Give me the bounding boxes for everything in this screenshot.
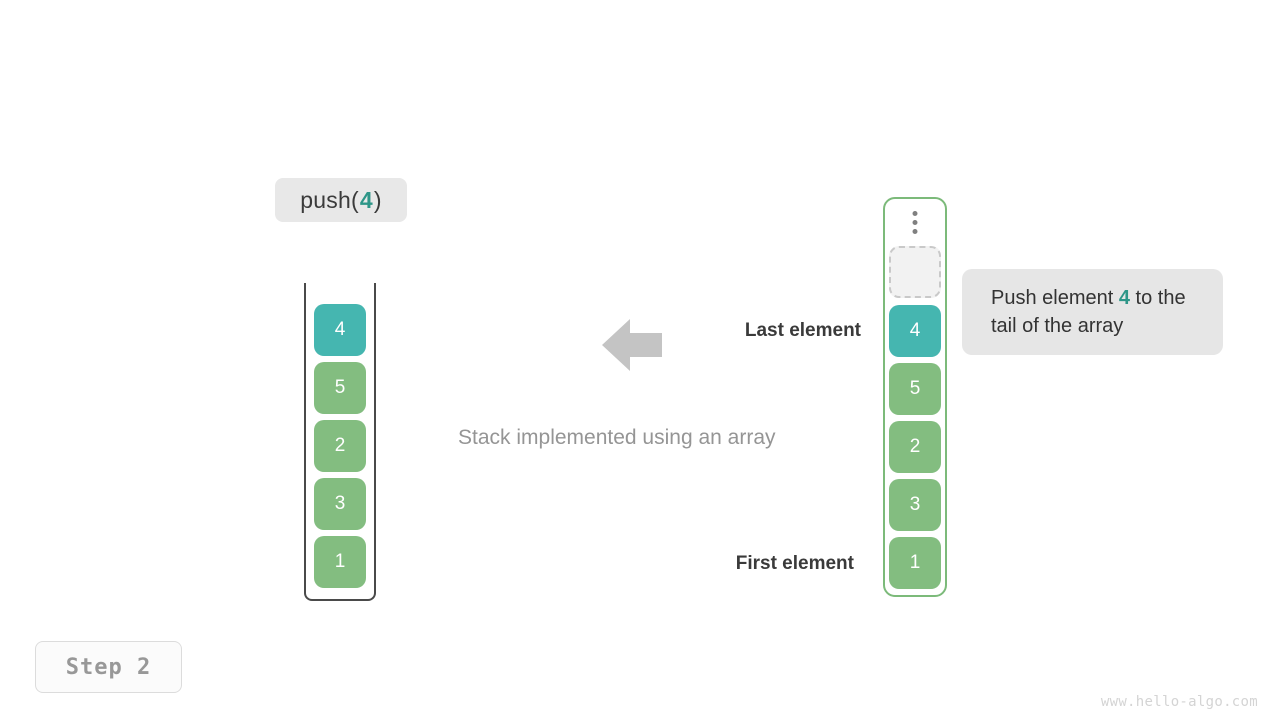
- array-container: 4 5 2 3 1: [883, 197, 947, 597]
- array-cell: 3: [889, 479, 941, 531]
- annotation-note-text: Push element 4 to the tail of the array: [991, 284, 1195, 340]
- step-badge: Step 2: [35, 641, 182, 693]
- operation-prefix: push(: [300, 186, 359, 213]
- array-cell: 4: [889, 305, 941, 357]
- array-cell: 2: [889, 421, 941, 473]
- operation-suffix: ): [373, 186, 382, 213]
- note-part1: Push element: [991, 287, 1119, 309]
- empty-slot: [889, 246, 941, 298]
- stack-cell: 3: [314, 478, 366, 530]
- note-part2: to the tail of the array: [991, 287, 1186, 337]
- stack-container: 4 5 2 3 1: [304, 283, 376, 601]
- operation-chip: push(4): [275, 178, 407, 222]
- vertical-ellipsis-icon: [912, 211, 918, 234]
- array-cell: 5: [889, 363, 941, 415]
- stack-cell: 4: [314, 304, 366, 356]
- operation-value: 4: [359, 186, 373, 213]
- first-element-label: First element: [735, 553, 854, 574]
- note-accent-value: 4: [1118, 287, 1130, 309]
- diagram-caption: Stack implemented using an array: [458, 426, 776, 449]
- annotation-note: Push element 4 to the tail of the array: [962, 269, 1223, 355]
- array-cell-list: 4 5 2 3 1: [889, 305, 941, 589]
- arrow-left-icon: [602, 317, 662, 373]
- stack-cell: 1: [314, 536, 366, 588]
- last-element-label: Last element: [744, 320, 861, 341]
- stack-cell: 2: [314, 420, 366, 472]
- stack-cell-list: 4 5 2 3 1: [314, 304, 366, 588]
- stack-container-frame: [304, 283, 376, 601]
- stack-cell: 5: [314, 362, 366, 414]
- array-container-frame: [883, 197, 947, 597]
- watermark: www.hello-algo.com: [1100, 694, 1258, 710]
- array-cell: 1: [889, 537, 941, 589]
